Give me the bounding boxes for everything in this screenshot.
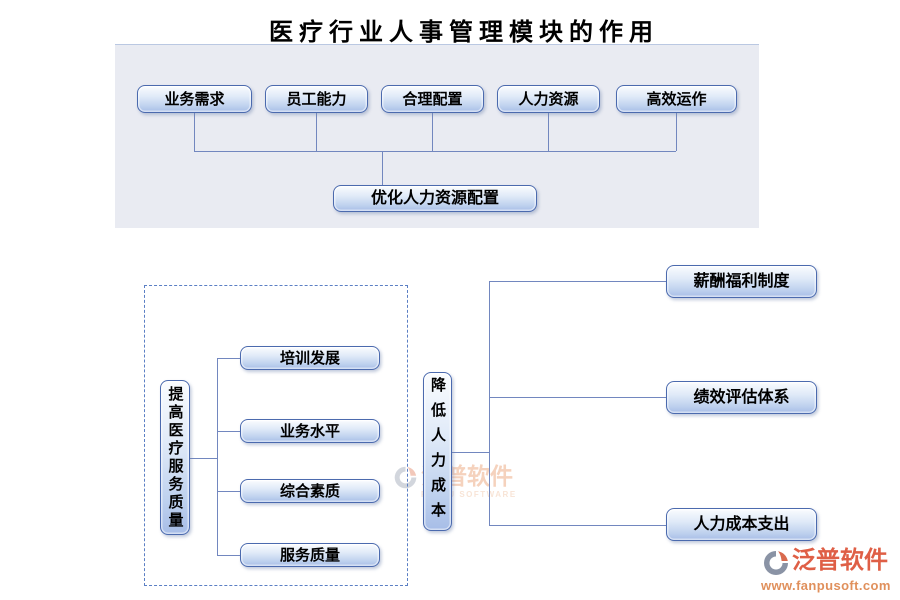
factor-box-1: 业务需求 bbox=[137, 85, 252, 113]
page-title: 医疗行业人事管理模块的作用 bbox=[269, 20, 659, 46]
connector-line bbox=[548, 113, 549, 151]
connector-line bbox=[194, 113, 195, 151]
connector-line bbox=[676, 113, 677, 151]
factor-box-2: 员工能力 bbox=[265, 85, 368, 113]
fanpu-logo-icon bbox=[764, 551, 788, 575]
result-box: 优化人力资源配置 bbox=[333, 185, 537, 212]
left-group-frame bbox=[144, 285, 408, 586]
connector-line bbox=[452, 452, 489, 453]
right-root-box: 降低人力成本 bbox=[423, 372, 452, 531]
connector-line bbox=[217, 358, 218, 555]
right-item-box-3: 人力成本支出 bbox=[666, 508, 817, 541]
connector-line bbox=[432, 113, 433, 151]
left-root-label: 提高医疗服务质量 bbox=[166, 385, 184, 530]
left-item-box-4: 服务质量 bbox=[240, 543, 380, 567]
connector-line bbox=[489, 397, 666, 398]
right-item-box-1: 薪酬福利制度 bbox=[666, 265, 817, 298]
connector-line bbox=[217, 358, 240, 359]
connector-line bbox=[489, 281, 666, 282]
connector-line bbox=[217, 555, 240, 556]
connector-line bbox=[489, 281, 490, 525]
factor-box-4: 人力资源 bbox=[497, 85, 600, 113]
connector-line bbox=[489, 525, 666, 526]
left-item-box-1: 培训发展 bbox=[240, 346, 380, 370]
footer-url: www.fanpusoft.com bbox=[761, 578, 891, 593]
fanpu-logo-icon bbox=[394, 466, 417, 489]
footer-brand: 泛普软件 bbox=[792, 547, 888, 574]
connector-line bbox=[382, 151, 383, 185]
connector-line bbox=[190, 458, 217, 459]
factor-box-5: 高效运作 bbox=[616, 85, 737, 113]
right-root-label: 降低人力成本 bbox=[429, 376, 446, 527]
footer-logo: 泛普软件 www.fanpusoft.com bbox=[761, 547, 891, 593]
factor-box-3: 合理配置 bbox=[381, 85, 484, 113]
right-item-box-2: 绩效评估体系 bbox=[666, 381, 817, 414]
left-item-box-2: 业务水平 bbox=[240, 419, 380, 443]
watermark: 泛普软件 FANPU SOFTWARE bbox=[392, 463, 517, 500]
watermark-subtitle: FANPU SOFTWARE bbox=[421, 490, 517, 500]
connector-line bbox=[194, 151, 676, 152]
connector-line bbox=[217, 431, 240, 432]
left-root-box: 提高医疗服务质量 bbox=[160, 380, 190, 535]
connector-line bbox=[217, 491, 240, 492]
connector-line bbox=[316, 113, 317, 151]
left-item-box-3: 综合素质 bbox=[240, 479, 380, 503]
